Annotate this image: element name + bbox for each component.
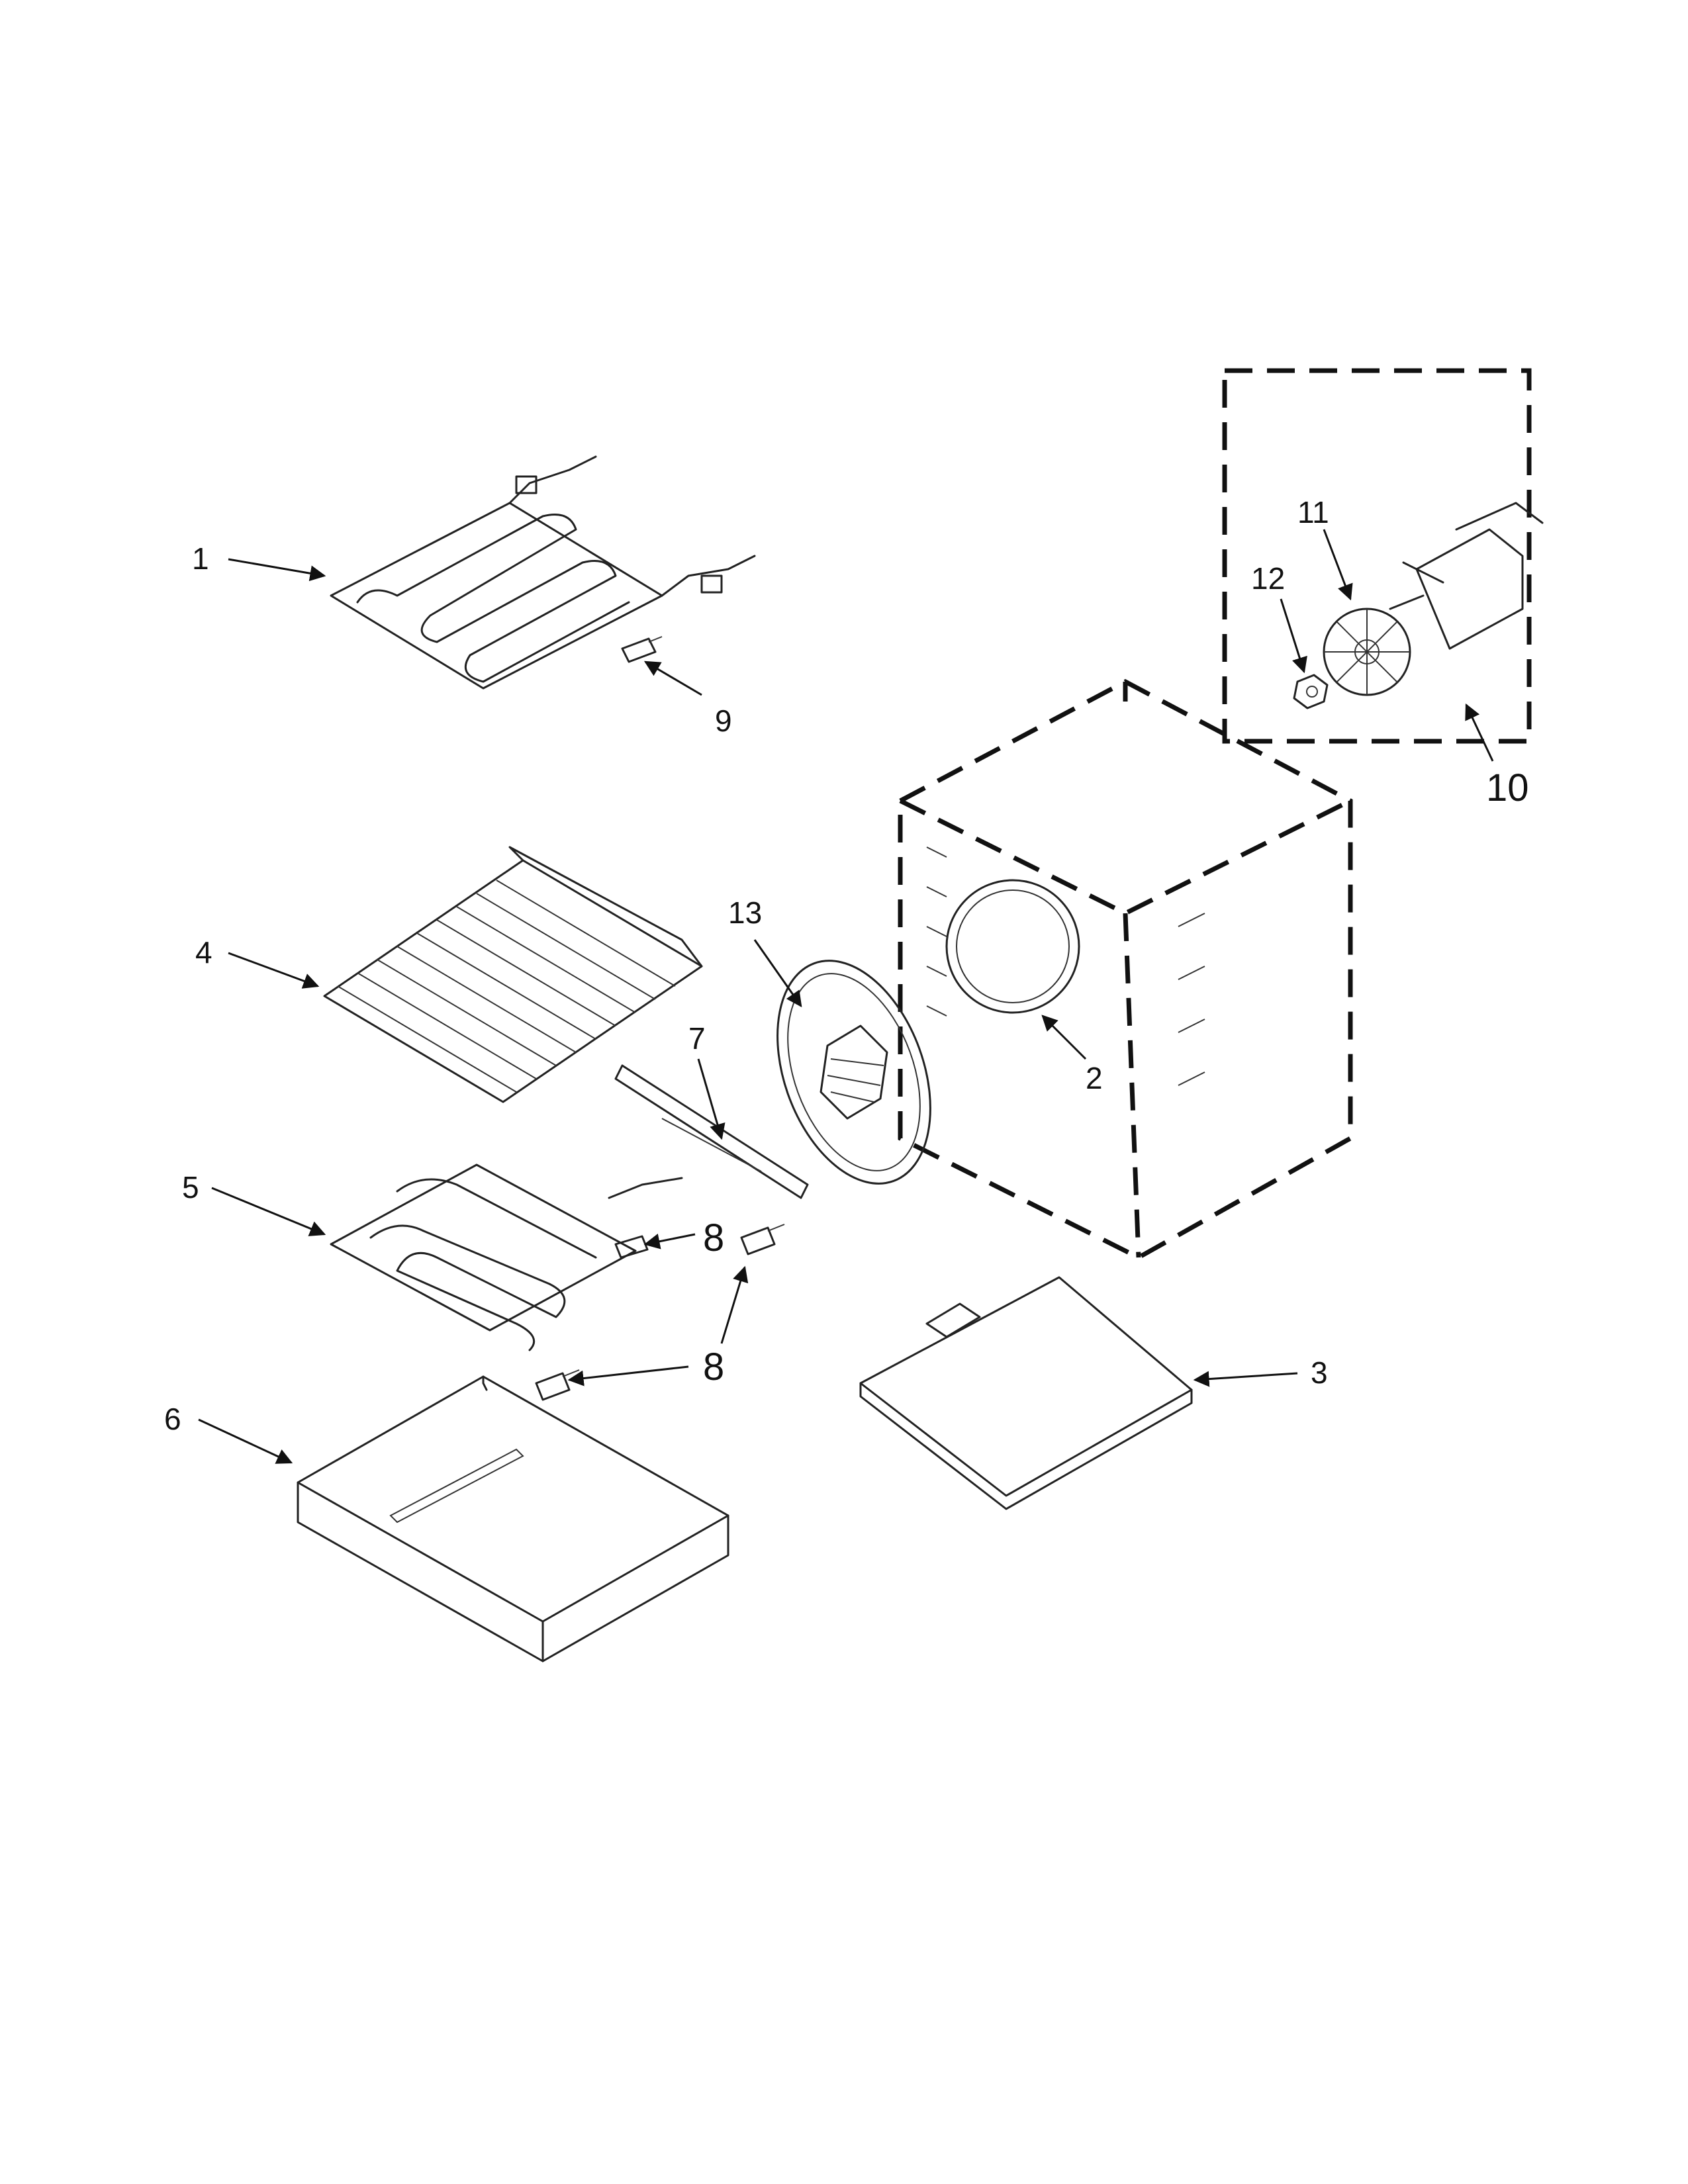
screw-part-8a [614,1235,649,1259]
convection-fan-assembly-box [1222,368,1544,744]
callout-2: 2 [1086,1061,1103,1095]
broil-element-part [330,1163,683,1351]
leader-2 [1041,1015,1087,1060]
leader-8a [643,1233,696,1250]
callout-10: 10 [1486,766,1529,809]
leader-1 [228,558,326,582]
bracket-part-7 [614,1064,809,1199]
nut-part [1293,674,1329,709]
callout-8b: 8 [703,1345,724,1388]
tray-part [297,1375,729,1662]
callout-8a: 8 [703,1216,724,1259]
callout-7: 7 [688,1021,706,1056]
callout-13: 13 [728,895,762,930]
leader-3 [1193,1371,1298,1387]
oven-rack-part [323,846,703,1103]
callout-3: 3 [1311,1355,1328,1390]
callout-9: 9 [715,704,732,738]
leader-6 [198,1418,293,1464]
leader-5 [211,1187,326,1236]
leader-7 [697,1058,726,1140]
screw-part-8c [535,1369,580,1401]
oven-cavity-part [898,679,1353,1260]
leader-10 [1465,703,1494,762]
bake-element-part [330,455,756,690]
fan-baffle-part [776,960,931,1185]
fan-blade-part [1323,608,1411,696]
callout-11: 11 [1297,495,1329,529]
screw-part-9 [621,636,663,663]
callout-5: 5 [182,1170,199,1205]
callout-6: 6 [164,1402,181,1436]
leader-8c [567,1365,689,1387]
leader-11 [1323,529,1353,601]
leader-9 [643,660,702,696]
leader-4 [228,952,320,989]
bottom-panel-part [859,1276,1193,1510]
leader-13 [753,939,802,1007]
callout-4: 4 [195,935,212,970]
screw-part-8b [740,1224,785,1255]
leader-12 [1280,598,1307,674]
leader-8b [720,1265,749,1344]
callout-1: 1 [192,541,209,576]
callout-12: 12 [1251,561,1285,596]
